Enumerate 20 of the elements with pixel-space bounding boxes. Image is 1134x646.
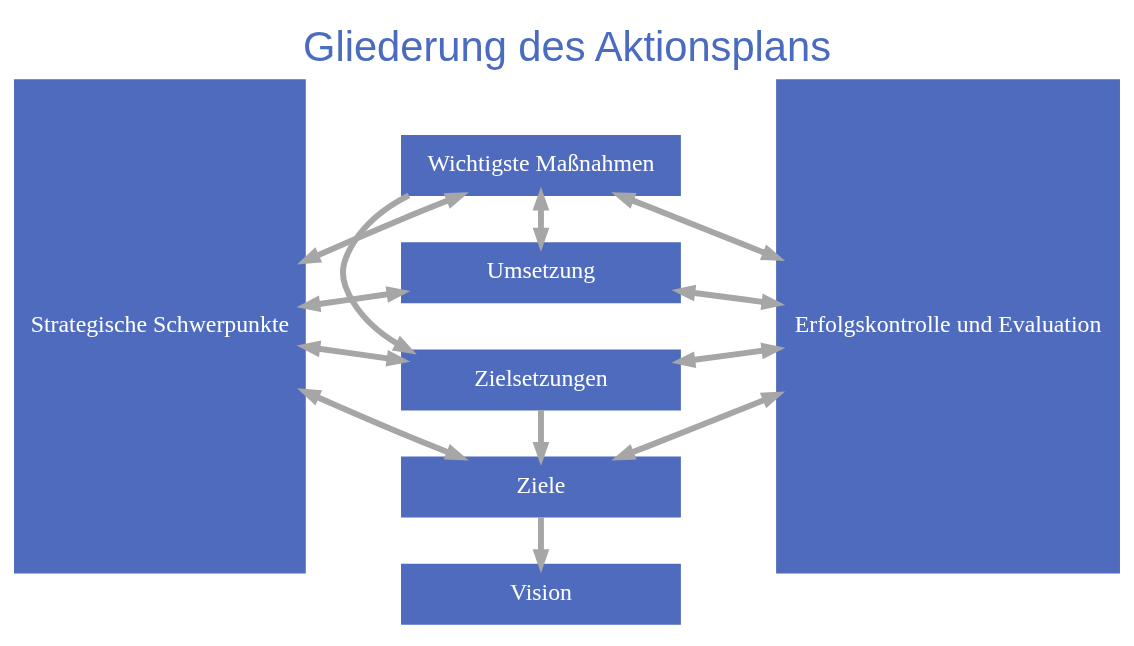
arrow	[532, 517, 550, 574]
diagram-title: Gliederung des Aktionsplans	[303, 23, 831, 71]
node-box: Ziele	[401, 456, 681, 518]
arrow	[340, 192, 417, 355]
arrow	[296, 286, 411, 313]
node-box: Zielsetzungen	[401, 349, 681, 411]
node-box: Erfolgskontrolle und Evaluation	[776, 79, 1120, 574]
arrow	[671, 284, 786, 311]
node-box: Wichtigste Maßnahmen	[401, 135, 681, 197]
node-box: Strategische Schwerpunkte	[14, 79, 306, 574]
arrow	[532, 186, 550, 252]
node-box: Umsetzung	[401, 242, 681, 304]
arrow	[296, 388, 469, 461]
arrow	[611, 391, 786, 461]
arrow	[671, 342, 786, 368]
arrow	[611, 192, 786, 262]
arrow	[296, 192, 469, 265]
node-box: Vision	[401, 563, 681, 625]
arrow	[532, 410, 550, 466]
arrow	[296, 340, 411, 367]
